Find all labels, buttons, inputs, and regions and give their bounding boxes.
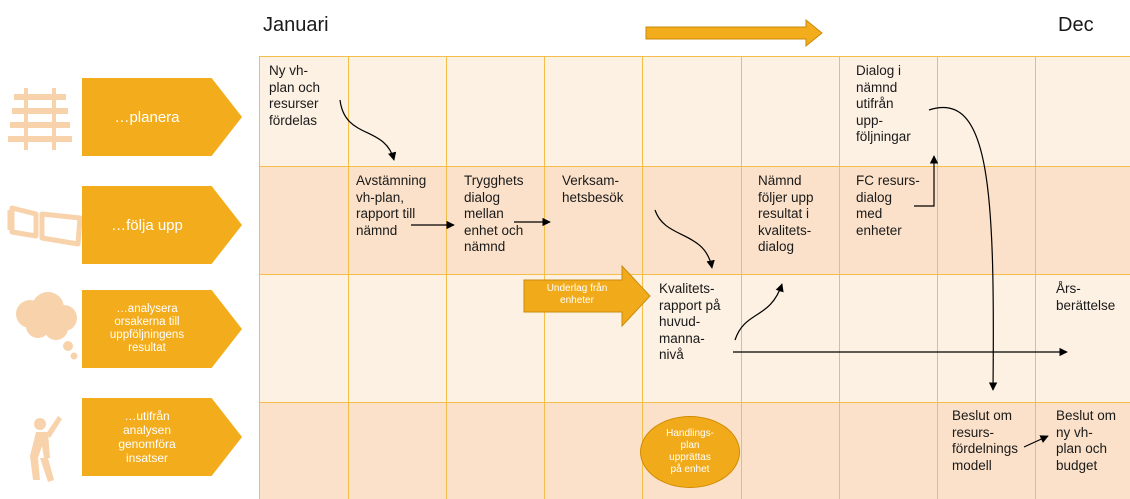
start-month-label: Januari	[263, 14, 329, 36]
cell-kvalitetsrapport: Kvalitets- rapport på huvud- manna- nivå	[659, 281, 721, 362]
cell-beslut-resurs: Beslut om resurs- fördelnings modell	[952, 408, 1019, 473]
cell-namnd-foljer: Nämnd följer upp resultat i kvalitets- d…	[758, 173, 814, 254]
end-month-label: Dec	[1058, 14, 1094, 36]
cell-fc-resurs: FC resurs- dialog med enheter	[856, 173, 920, 238]
cell-avstamning: Avstämning vh-plan, rapport till nämnd	[356, 173, 427, 238]
3d-glasses-icon	[7, 205, 83, 247]
cell-dialog-namnd: Dialog i nämnd utifrån upp- följningar	[856, 63, 911, 144]
row-label-planera: …planera	[82, 78, 242, 156]
thought-cloud-icon	[16, 292, 78, 360]
cell-arsberattelse: Års- berättelse	[1056, 281, 1116, 313]
cell-beslut-vh: Beslut om ny vh- plan och budget	[1056, 408, 1117, 473]
row-label-genomfora: …utifrån analysen genomföra insatser	[82, 398, 242, 476]
handlingsplan-oval: Handlings- plan upprättas på enhet	[640, 416, 740, 488]
cell-verksamhet: Verksam- hetsbesök	[562, 173, 624, 205]
row-label-folja-upp: …följa upp	[82, 186, 242, 264]
railroad-track-icon	[8, 88, 72, 150]
cell-ny-vh-plan: Ny vh- plan och resurser fördelas	[269, 63, 321, 128]
person-reaching-icon	[30, 416, 62, 482]
underlag-label: Underlag från enheter	[546, 283, 608, 306]
row-label-analysera: …analysera orsakerna till uppföljningens…	[82, 290, 242, 368]
row-planera	[259, 56, 1130, 166]
cell-trygghet: Trygghets dialog mellan enhet och nämnd	[464, 173, 524, 254]
